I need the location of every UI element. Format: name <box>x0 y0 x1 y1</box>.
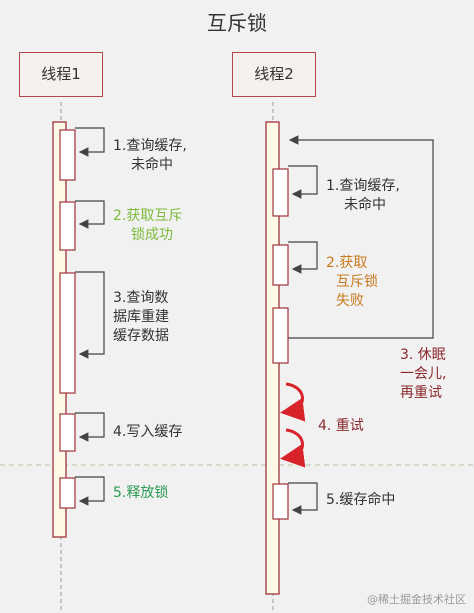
diagram-title: 互斥锁 <box>207 11 267 35</box>
thread2-step2-box <box>272 244 289 286</box>
thread2-step3-box <box>272 307 289 364</box>
thread1-step5-box <box>59 477 76 509</box>
watermark: @稀土掘金技术社区 <box>367 593 466 606</box>
retry-curl-icon-1 <box>280 382 306 422</box>
thread1-step1-arrow <box>75 127 105 157</box>
thread2-step1-label: 1.查询缓存, 未命中 <box>326 178 400 213</box>
thread1-step4-arrow <box>75 412 105 442</box>
thread2-step1-arrow <box>288 165 318 199</box>
thread1-step3-box <box>59 272 76 394</box>
thread2-step3-label: 3. 休眠 一会儿, 再重试 <box>400 347 447 401</box>
actor-thread2: 线程2 <box>232 52 316 97</box>
thread1-step1-box <box>59 129 76 181</box>
thread1-step5-arrow <box>75 476 105 506</box>
thread2-step4-label: 4. 重试 <box>318 418 364 434</box>
thread1-step2-label: 2.获取互斥 锁成功 <box>113 208 183 243</box>
thread2-step1-box <box>272 168 289 217</box>
thread2-step5-arrow <box>288 482 318 515</box>
thread1-step5-label: 5.释放锁 <box>113 485 169 501</box>
thread2-step2-label: 2.获取 互斥锁 失败 <box>326 255 378 309</box>
thread1-step2-arrow <box>75 200 105 229</box>
thread2-step5-box <box>272 483 289 520</box>
retry-curl-icon-2 <box>280 428 306 468</box>
thread1-step2-box <box>59 201 76 251</box>
thread2-step2-arrow <box>288 241 318 274</box>
thread1-step3-label: 3.查询数 据库重建 缓存数据 <box>113 290 169 344</box>
thread2-sleep-retry-arrow <box>288 135 434 339</box>
actor-thread1: 线程1 <box>19 52 103 97</box>
thread1-step4-box <box>59 413 76 452</box>
thread1-step3-arrow <box>75 271 105 359</box>
thread2-step5-label: 5.缓存命中 <box>326 492 396 508</box>
thread1-step1-label: 1.查询缓存, 未命中 <box>113 138 187 173</box>
thread1-step4-label: 4.写入缓存 <box>113 424 183 440</box>
